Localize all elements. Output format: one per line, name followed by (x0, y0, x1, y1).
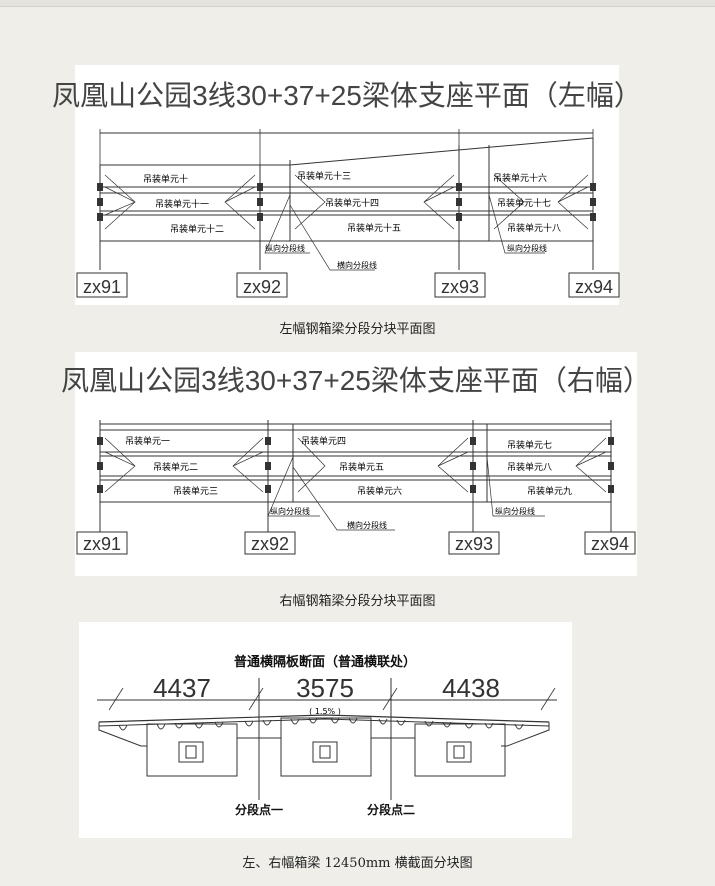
figure-caption: 右幅钢箱梁分段分块平面图 (279, 594, 436, 609)
section-title: 普通横隔板断面（普通横联处） (234, 654, 416, 670)
slope-label: ( 1.5% ) (309, 707, 341, 716)
annotation-longitudinal: 纵向分段线 (265, 243, 305, 253)
unit-label: 吊装单元四 (301, 435, 346, 447)
unit-label: 吊装单元十二 (170, 223, 224, 235)
unit-label: 吊装单元十一 (155, 198, 209, 210)
unit-label: 吊装单元十三 (297, 170, 351, 182)
figure-right-plan: 凤凰山公园3线30+37+25梁体支座平面（右幅） 吊装单元一 吊装单元二 吊装 (61, 352, 651, 576)
unit-label: 吊装单元五 (339, 461, 384, 473)
dimension-label: 4437 (153, 673, 211, 703)
pier-label: zx94 (575, 277, 613, 297)
drawing-title: 凤凰山公园3线30+37+25梁体支座平面（右幅） (61, 365, 651, 396)
pier-label: zx93 (441, 277, 479, 297)
pier-label: zx92 (251, 534, 289, 554)
annotation-longitudinal: 纵向分段线 (270, 506, 310, 516)
drawing-title: 凤凰山公园3线30+37+25梁体支座平面（左幅） (52, 80, 642, 111)
unit-label: 吊装单元十八 (507, 222, 561, 234)
unit-label: 吊装单元二 (153, 461, 198, 473)
unit-label: 吊装单元十五 (347, 222, 401, 234)
unit-label: 吊装单元九 (527, 485, 572, 497)
unit-label: 吊装单元一 (125, 435, 170, 447)
dimension-label: 3575 (296, 673, 354, 703)
dimension-label: 4438 (442, 673, 500, 703)
annotation-transverse: 横向分段线 (337, 260, 377, 270)
pier-label: zx93 (455, 534, 493, 554)
unit-label: 吊装单元十七 (497, 197, 551, 209)
pier-label: zx91 (83, 534, 121, 554)
division-point-1: 分段点一 (235, 802, 283, 817)
figure-left-plan: 凤凰山公园3线30+37+25梁体支座平面（左幅） (52, 65, 642, 305)
figure-caption: 左幅钢箱梁分段分块平面图 (279, 322, 436, 337)
unit-label: 吊装单元十四 (325, 197, 379, 209)
top-toolbar-strip (0, 0, 715, 7)
right-plan-drawing: 凤凰山公园3线30+37+25梁体支座平面（右幅） 吊装单元一 吊装单元二 吊装 (61, 365, 651, 555)
figure-cross-section: 普通横隔板断面（普通横联处） 4437 3575 4438 ( 1.5% ) (79, 622, 572, 838)
division-point-2: 分段点二 (367, 802, 415, 817)
pier-label: zx92 (243, 277, 281, 297)
pier-label: zx91 (83, 277, 121, 297)
annotation-transverse: 横向分段线 (347, 520, 387, 530)
unit-label: 吊装单元三 (173, 485, 218, 497)
unit-label: 吊装单元十六 (493, 172, 547, 184)
unit-label: 吊装单元十 (143, 173, 188, 185)
figure-caption: 左、右幅箱梁 12450mm 横截面分块图 (242, 856, 473, 871)
annotation-longitudinal: 纵向分段线 (507, 243, 547, 253)
pier-label: zx94 (591, 534, 629, 554)
annotation-longitudinal: 纵向分段线 (495, 506, 535, 516)
cross-section-drawing: 普通横隔板断面（普通横联处） 4437 3575 4438 ( 1.5% ) (97, 654, 557, 817)
unit-label: 吊装单元七 (507, 439, 552, 451)
unit-label: 吊装单元八 (507, 461, 552, 473)
unit-label: 吊装单元六 (357, 485, 402, 497)
left-plan-drawing: 凤凰山公园3线30+37+25梁体支座平面（左幅） (52, 80, 642, 298)
